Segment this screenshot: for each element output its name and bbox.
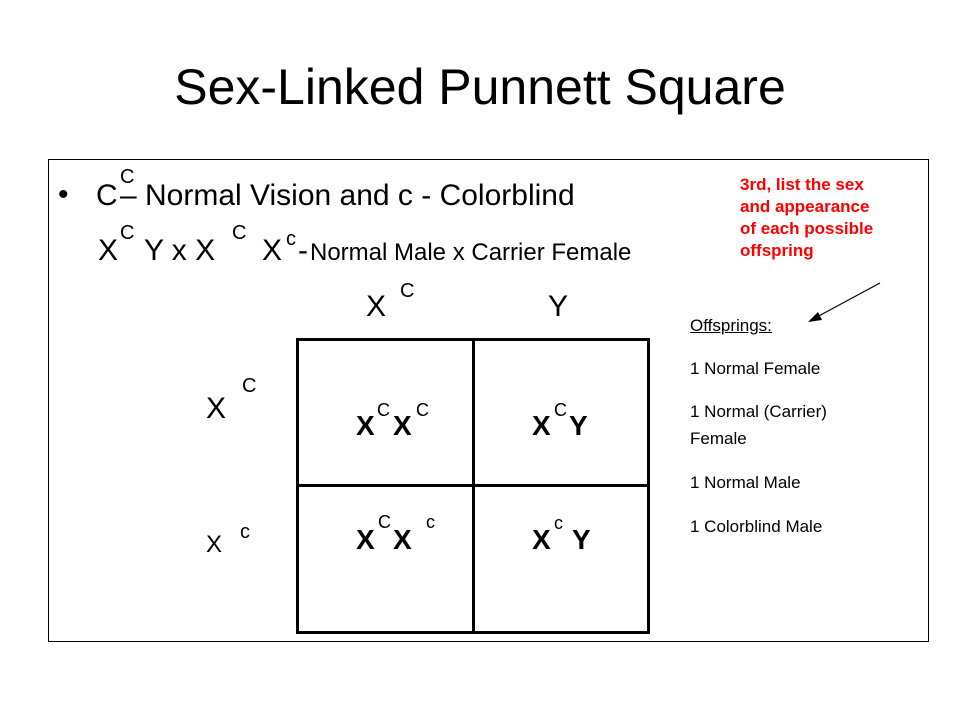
cell-allele: Y xyxy=(569,410,588,441)
column-header-base: X xyxy=(366,290,387,323)
offspring-item: 1 Normal Male xyxy=(690,473,801,492)
note-line: 3rd, list the sex xyxy=(740,175,864,194)
cell-allele-sup: C xyxy=(378,512,391,532)
cell-allele: X xyxy=(356,524,375,555)
row-header-base: X xyxy=(206,531,223,558)
line1-text: – Normal Vision and c - Colorblind xyxy=(120,179,575,212)
cell-allele: X xyxy=(393,410,412,441)
genotype-x3-sup: c xyxy=(286,228,296,250)
row-header-base: X xyxy=(206,392,227,425)
genotype-dash: - xyxy=(298,234,308,267)
cell-allele-sup: C xyxy=(416,400,429,420)
offspring-item: 1 Normal Female xyxy=(690,359,821,378)
offspring-item: Female xyxy=(690,429,747,448)
column-header-base: Y xyxy=(548,290,569,323)
grid-divider-horizontal xyxy=(296,484,650,487)
content-box xyxy=(48,159,929,642)
cell-allele: X xyxy=(532,410,551,441)
genotype-x3: X xyxy=(262,234,283,267)
genotype-x1: X xyxy=(98,234,119,267)
genotype-description: Normal Male x Carrier Female xyxy=(310,239,632,266)
cell-allele-sup: C xyxy=(377,400,390,420)
cell-allele-sup: c xyxy=(426,512,435,532)
genotype-x1-sup: C xyxy=(120,222,135,244)
allele-dominant-sup: C xyxy=(120,166,135,188)
offspring-item: 1 Colorblind Male xyxy=(690,517,823,536)
row-header-sup: c xyxy=(240,521,250,543)
cell-allele: X xyxy=(356,410,375,441)
cell-allele: X xyxy=(393,524,412,555)
cell-allele-sup: C xyxy=(554,400,567,420)
note-line: offspring xyxy=(740,241,814,260)
genotype-x2-sup: C xyxy=(232,222,247,244)
cell-allele: X xyxy=(532,524,551,555)
cell-allele: Y xyxy=(572,524,591,555)
note-line: and appearance xyxy=(740,197,870,216)
cell-allele-sup: c xyxy=(554,513,563,533)
bullet: • xyxy=(58,178,69,211)
row-header-sup: C xyxy=(242,375,257,397)
genotype-y-x: Y x X xyxy=(144,234,216,267)
column-header-sup: C xyxy=(400,280,415,302)
offspring-heading: Offsprings: xyxy=(690,315,772,337)
note-line: of each possible xyxy=(740,219,874,238)
allele-dominant: C xyxy=(96,179,118,212)
offspring-item: 1 Normal (Carrier) xyxy=(690,402,827,421)
arrow-icon xyxy=(808,282,881,322)
instruction-note: 3rd, list the sex and appearance of each… xyxy=(740,174,873,262)
offspring-heading-text: Offsprings: xyxy=(690,316,772,335)
page-title: Sex-Linked Punnett Square xyxy=(174,59,786,115)
